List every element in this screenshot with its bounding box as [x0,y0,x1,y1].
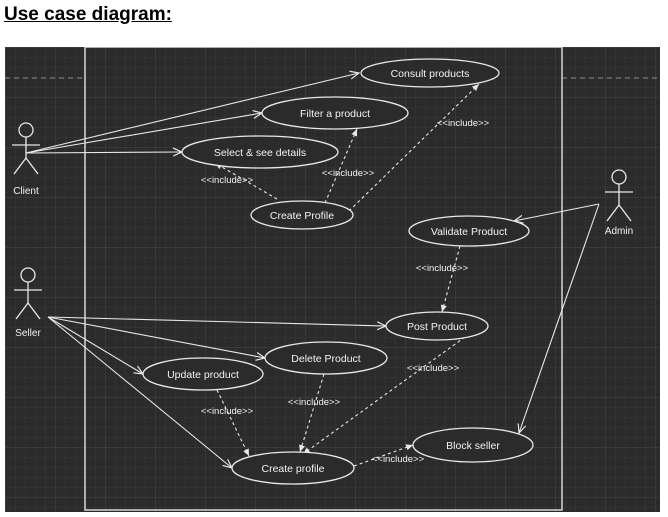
use-case-label: Post Product [407,321,467,333]
use-case-label: Create Profile [270,210,334,222]
actor-left-leg [13,157,27,175]
actor-left-leg [606,204,620,222]
use-case-ellipse [408,215,530,247]
include-label: <<include>> [416,263,469,274]
use-case-ellipse [412,427,534,463]
use-case-create2[interactable]: Create profile [231,451,355,485]
actor-admin[interactable]: Admin [605,169,633,237]
use-case-label: Filter a product [300,108,370,120]
include-delete-create2 [299,373,325,453]
include-create2-block [353,444,414,467]
use-case-validate[interactable]: Validate Product [408,215,530,247]
include-label: <<include>> [437,118,490,129]
use-case-create1[interactable]: Create Profile [250,200,354,230]
association-seller-update [47,316,143,374]
association-seller-delete [47,316,265,358]
use-case-label: Update product [167,369,239,381]
association-client-consult [25,73,359,154]
use-case-label: Select & see details [214,147,306,159]
use-case-ellipse [231,451,355,485]
use-case-post[interactable]: Post Product [385,311,489,341]
association-admin-validate [514,203,600,221]
include-label: <<include>> [372,454,425,465]
use-case-ellipse [142,357,264,391]
diagram-canvas: <<include>> <<include>> <<include>> <<inclu… [5,46,660,512]
association-client-filter [25,113,262,154]
include-create1-filter [324,128,358,204]
use-case-label: Validate Product [431,226,507,238]
use-case-label: Block seller [446,440,500,452]
use-case-ellipse [181,135,339,169]
edges-layer: <<include>> <<include>> <<include>> <<inclu… [25,73,600,468]
use-case-select[interactable]: Select & see details [181,135,339,169]
use-case-label: Delete Product [291,353,361,365]
use-case-ellipse [250,200,354,230]
system-boundary [84,46,563,511]
use-case-ellipse [261,96,409,130]
include-label: <<include>> [201,175,254,186]
use-case-update[interactable]: Update product [142,357,264,391]
include-label: <<include>> [201,406,254,417]
include-create1-consult [348,83,480,212]
use-case-ellipse [360,58,500,88]
actor-label: Client [13,186,39,197]
association-admin-block [519,203,600,433]
actor-label: Admin [605,226,633,237]
use-case-consult[interactable]: Consult products [360,58,500,88]
association-seller-create2 [47,316,232,468]
include-label: <<include>> [288,397,341,408]
use-case-label: Create profile [261,463,324,475]
use-case-filter[interactable]: Filter a product [261,96,409,130]
use-case-ellipse [385,311,489,341]
diagram-heading: Use case diagram: [4,4,172,25]
use-case-diagram: <<include>> <<include>> <<include>> <<inclu… [5,46,660,512]
include-label: <<include>> [407,363,460,374]
use-case-delete[interactable]: Delete Product [264,341,388,375]
association-client-select [25,152,182,153]
actor-right-leg [618,204,632,222]
include-label: <<include>> [322,168,375,179]
actor-right-leg [25,157,39,175]
association-seller-post [47,316,386,326]
use-case-ellipse [264,341,388,375]
use-case-label: Consult products [391,68,470,80]
actor-right-leg [27,302,41,320]
use-case-block[interactable]: Block seller [412,427,534,463]
actor-seller[interactable]: Seller [14,267,42,339]
actor-label: Seller [15,328,41,339]
include-update-create2 [216,389,250,457]
actor-left-leg [15,302,29,320]
actor-client[interactable]: Client [12,122,40,197]
